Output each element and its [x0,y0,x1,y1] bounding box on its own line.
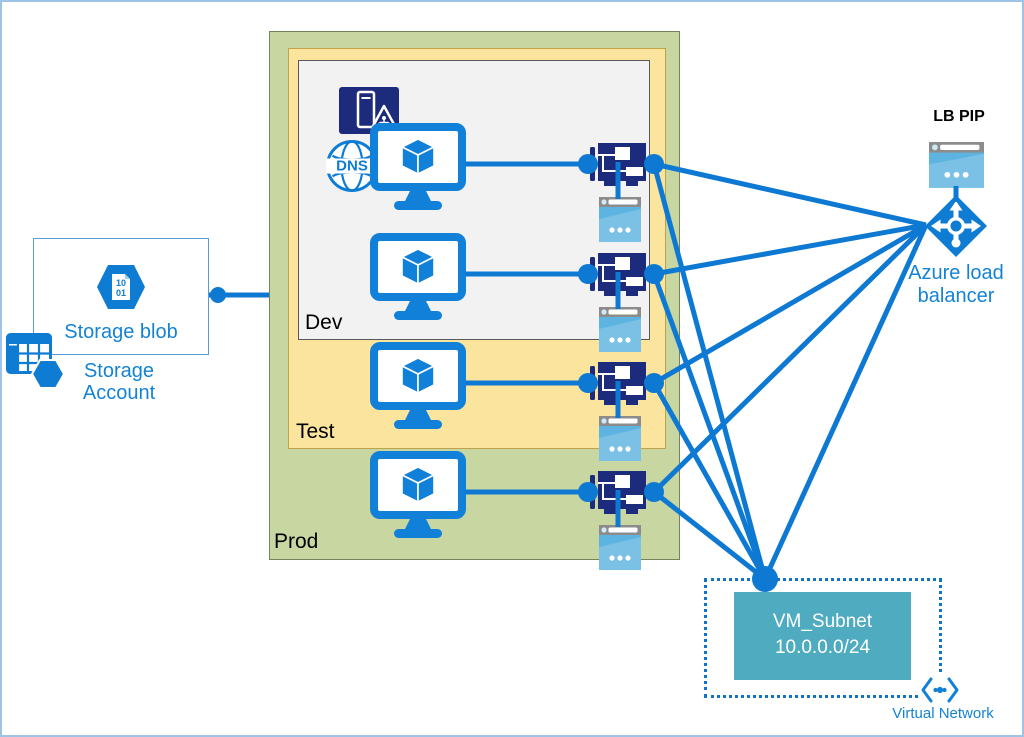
private-ip-icon [599,197,641,242]
nic-lb-link [652,222,928,386]
storage-blob-label: Storage blob [64,321,178,343]
subnet-name: VM_Subnet [772,611,873,632]
vm-icon [370,451,466,538]
lb-pip-icon [929,142,984,188]
private-ip-icon [599,416,641,461]
storage-account-label: Storage Account [82,360,156,404]
svg-text:10: 10 [116,278,126,288]
svg-text:01: 01 [116,288,126,298]
vm-icon [370,123,466,210]
subnet-cidr: 10.0.0.0/24 [774,637,871,658]
nic-lb-link [652,223,928,494]
lb-pip-label: LB PIP [933,108,985,125]
dns-icon: DNS [326,140,378,192]
test-label: Test [296,420,335,443]
svg-text:DNS: DNS [336,158,368,175]
private-ip-icon [599,525,641,570]
nic-icon [590,362,646,405]
storage-connector-dot [210,287,226,303]
private-ip-icon [599,307,641,352]
nic-icon [590,471,646,514]
virtual-network-icon [919,675,961,705]
vm-icon [370,233,466,320]
load-balancer-label: Azure load balancer [908,262,1004,307]
virtual-network-label: Virtual Network [892,705,994,722]
storage-blob-icon: 10 01 [97,265,145,309]
dns-server-icon [339,87,399,134]
vm-subnet-box: VM_Subnet 10.0.0.0/24 [734,592,911,680]
nic-lb-link [653,222,927,277]
load-balancer-icon [925,195,987,257]
vm-icon [370,342,466,429]
prod-label: Prod [274,530,319,553]
nic-icon [590,253,646,296]
nic-lb-link [653,161,927,228]
dev-label: Dev [305,311,343,334]
nic-icon [590,143,646,186]
storage-account-icon [6,333,64,389]
